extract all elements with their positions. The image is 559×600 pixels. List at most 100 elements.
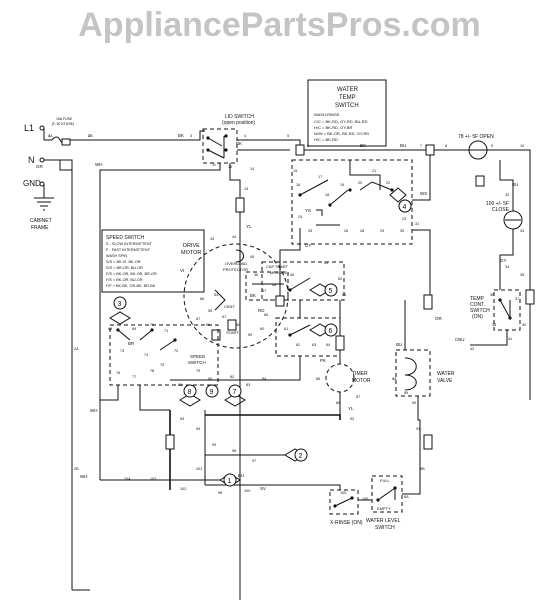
node-8: 8 [179,384,201,407]
lid-switch-label-2: (open position) [222,120,255,126]
terminal-number: 5 [287,134,289,138]
terminal-number: 60 [260,327,264,331]
terminal-number: 3 [190,134,192,138]
terminal-number: 102 [180,487,186,491]
drive-motor-1: DRIVE [183,243,200,249]
svg-text:BR: BR [128,341,135,346]
terminal-number: 86 [336,401,340,405]
terminal-number: 73 [120,349,124,353]
brand-watermark: AppliancePartsPros.com [78,6,481,44]
temp-cont-1: TEMP [470,296,485,302]
lid-switch-label-1: LID SWITCH [225,114,254,120]
water-valve-2: VALVE [437,378,453,384]
terminal-number: 97 [252,459,256,463]
terminal-number: 1 [48,134,50,138]
node-3: 3 [109,296,131,325]
label-l1: L1 [24,123,34,133]
terminal-number: 49 [290,273,294,277]
terminal-number: 52 [338,277,342,281]
node-2: 2 [284,448,308,462]
therm-close-label-1: 100 +/- 5F [486,201,509,207]
terminal-number: 6 [307,144,309,148]
svg-text:BU: BU [238,473,244,478]
fuse-label-2: (F-30 KFUSE) [52,122,74,126]
terminal-number: 29 [380,229,384,233]
wire-labels: WH WH WH BK BK BK BU BU BU GY GY OR RD Y… [36,133,518,491]
terminal-number: 16 [296,183,300,187]
terminal-number: 54 [214,293,218,297]
cam-nodes: 1 2 3 4 5 6 7 [109,199,412,487]
timer-motor-2: MOTOR [352,378,371,384]
terminal-number: 35 [520,273,524,277]
svg-text:6: 6 [329,328,333,335]
wt-title-1: WATER [337,87,359,93]
terminal-number: 104 [124,477,130,481]
terminal-number: 36 [490,293,494,297]
terminal-number: 90 [412,401,416,405]
timer-bottom-contacts [72,400,341,591]
terminal-number: 38 [492,323,496,327]
terminal-number: 69 [132,327,136,331]
terminal-number: 43 [210,237,214,241]
wt-row-1: C/C = BK-RD, GY-RD, BU-RD [314,119,368,124]
svg-text:PK: PK [320,358,326,363]
water-valve-1: WATER [437,371,455,377]
terminal-number: 8 [445,144,447,148]
terminal-number: 66 [200,297,204,301]
wt-row-2: H/C = BK-RD, GY-BR [314,125,353,130]
terminal-number: 34 [505,265,509,269]
svg-text:BK: BK [250,293,256,298]
terminal-number: 75 [160,363,164,367]
svg-text:5: 5 [329,288,333,295]
terminal-number: 2A [74,347,79,351]
power-supply: L1 N GND 15A FUSE (F-30 KFUSE) CABINET F… [23,117,205,590]
terminal-number: 82 [230,375,234,379]
speed-row-5: S/S = BR-OR, BU-OR [106,266,143,270]
terminal-number: 92 [350,417,354,421]
terminal-number: 40 [522,323,526,327]
terminal-number: 67 [196,317,200,321]
terminal-number: 56 [206,323,210,327]
x-rinse-label: X-RINSE (ON) [330,520,363,526]
overload-1: OVERLOAD [225,261,247,266]
svg-text:YS: YS [305,208,311,213]
terminal-number: 3B [88,134,93,138]
wt-title-3: SWITCH [335,103,359,109]
svg-text:BK: BK [236,141,242,146]
terminal-number: 47 [262,289,266,293]
terminal-number: 85 [316,377,320,381]
overload-2: PROTECTOR [223,267,248,272]
terminal-number: 24 [298,215,302,219]
terminal-number: 72 [174,349,178,353]
svg-text:RD: RD [258,308,265,313]
thermostats: 78 +/- 5F OPEN 100 +/- 5F CLOSE TEMP CON… [300,134,531,400]
speed-row-4: S/S = BK-VI, BK-OR [106,260,141,264]
terminal-number: 101 [196,467,202,471]
terminal-number: 30 [400,229,404,233]
temp-cont-3: SWITCH [470,308,490,314]
terminal-number: 98 [218,491,222,495]
speed-switch-legend: SPEED SWITCH S - SLOW INTERMITTENT F - F… [101,229,205,293]
terminal-number: 96 [232,449,236,453]
terminal-number: 7 [420,144,422,148]
svg-text:BK: BK [178,133,184,138]
svg-text:OR: OR [435,316,443,321]
terminal-number: 22 [386,181,390,185]
terminal-number: 71 [164,329,168,333]
terminal-number: 11 [212,163,216,167]
terminal-number: 12 [228,165,232,169]
terminal-number: 100 [244,489,250,493]
svg-text:1: 1 [228,478,232,485]
terminal-number: 18 [325,193,329,197]
node-7: 7 [224,384,246,407]
empty-label: EMPTY [377,506,391,511]
terminal-number: 91 [416,427,420,431]
svg-text:7: 7 [233,389,237,396]
terminal-number: 2 [88,134,90,138]
temp-cont-2: CONT. [470,302,485,308]
water-level-2: SWITCH [375,525,395,531]
therm-close-label-2: CLOSE [492,207,510,213]
terminal-number: 45 [250,255,254,259]
terminal-number: 105 [340,491,346,495]
terminal-number: 10 [520,144,524,148]
